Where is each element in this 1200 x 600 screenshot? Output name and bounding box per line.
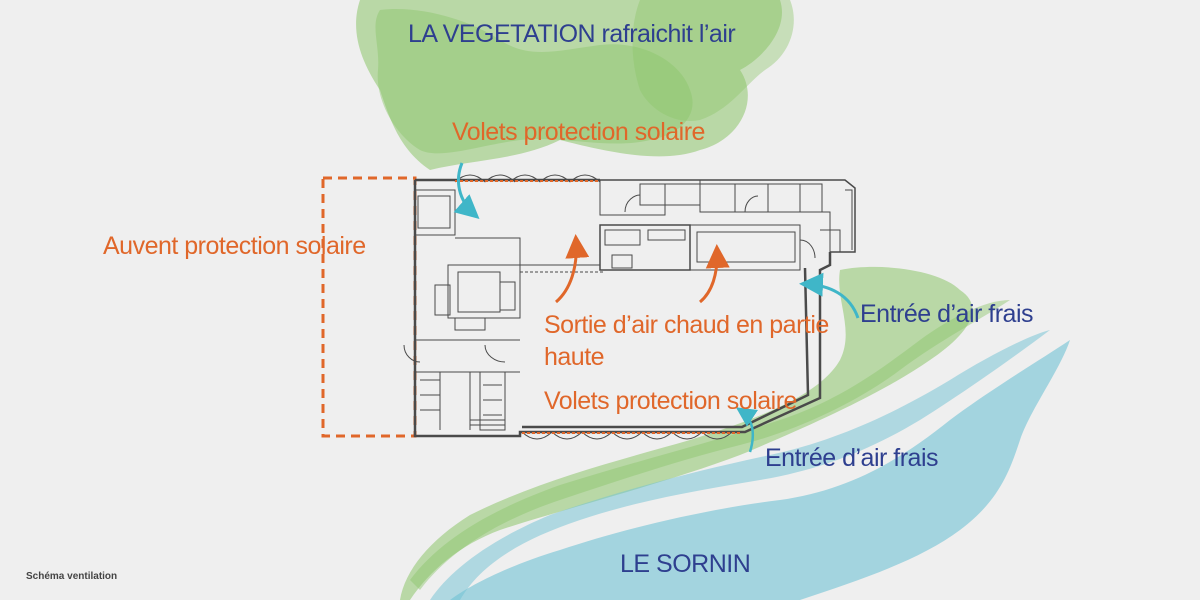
vegetation-label: LA VEGETATION rafraichit l’air xyxy=(408,20,736,48)
vegetation-area xyxy=(356,0,794,170)
volets-bottom-label: Volets protection solaire xyxy=(544,387,797,415)
fresh-air-arrow-right xyxy=(799,272,860,319)
volets-top-label: Volets protection solaire xyxy=(452,118,705,146)
sortie-label-line1: Sortie d’air chaud en partie xyxy=(544,311,829,339)
floor-plan xyxy=(403,178,856,438)
river-area xyxy=(400,266,1070,600)
airflow-arrows xyxy=(453,162,860,453)
figure-caption: Schéma ventilation xyxy=(26,571,118,582)
fresh-air-arrow-bottom xyxy=(735,407,759,453)
sortie-label-line2: haute xyxy=(544,343,605,371)
volets-bottom xyxy=(521,431,742,440)
auvent-outline xyxy=(321,176,417,438)
hot-air-arrow-right xyxy=(698,244,730,304)
river-label: LE SORNIN xyxy=(620,550,751,578)
entree-right-label: Entrée d’air frais xyxy=(860,300,1034,328)
hot-air-arrow-left xyxy=(554,234,590,304)
fresh-air-arrow-top xyxy=(453,162,480,219)
entree-bottom-label: Entrée d’air frais xyxy=(765,444,939,472)
auvent-label: Auvent protection solaire xyxy=(103,232,366,260)
